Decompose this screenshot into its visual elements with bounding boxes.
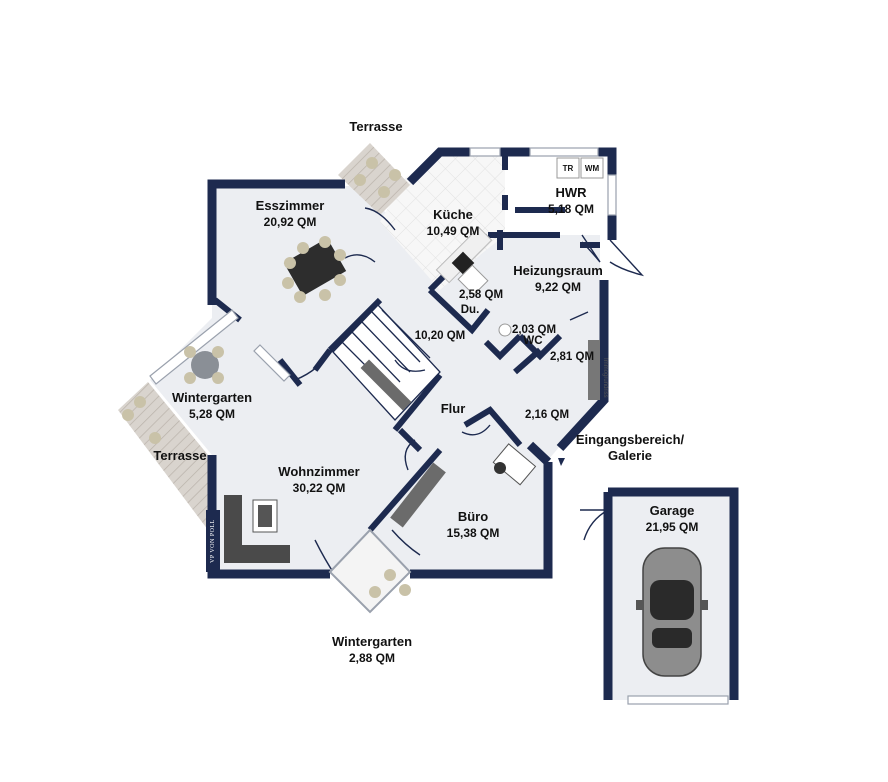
label-terrasse-top: Terrasse [349,119,403,134]
label-hwr: HWR 5,18 QM [548,185,594,217]
sideboard-office [390,462,446,528]
storage-unit [588,340,600,400]
room-name: Wintergarten [331,634,413,649]
sofa [224,495,290,563]
room-area: 5,18 QM [547,202,595,216]
label-garage: Garage 21,95 QM [646,503,699,535]
label-wintergarten-bottom: Wintergarten 2,88 QM [332,634,412,666]
label-esszimmer: Esszimmer 20,92 QM [256,198,325,230]
room-name: Eingangsbereich/ [575,432,685,447]
label-flur: Flur [440,401,466,416]
doors [294,207,645,576]
room-name: Küche [433,207,473,222]
room-name: Esszimmer [255,198,325,213]
terrace-top [338,143,410,215]
room-name: Heizungsraum [513,263,603,278]
sideboard-living [360,359,412,411]
room-area: 2,88 QM [348,651,396,665]
room-area: 15,38 QM [446,526,500,540]
room-area: 10,49 QM [426,224,480,238]
room-name-2: Galerie [607,448,653,463]
room-name: Büro [457,509,489,524]
room-area: 30,22 QM [292,481,346,495]
label-wintergarten-left: Wintergarten 5,28 QM [172,390,252,422]
label-heizungsraum: Heizungsraum 9,22 QM [513,263,603,295]
room-area: 21,95 QM [645,520,699,534]
room-area: 9,22 QM [534,280,582,294]
wintergarten-table [184,346,224,384]
logo: VP VON POLL [206,510,220,572]
desk [492,443,537,486]
label-terrasse-left: Terrasse [153,448,207,463]
appliances [556,157,604,179]
shower [457,264,489,296]
windows [149,147,729,705]
label-abstell-area: 2,81 QM [549,351,595,363]
appliance-wm-label: WM [584,164,600,173]
label-wc-area: 2,03 QM [511,324,557,336]
terrace-furniture [122,157,411,598]
room-name: Wintergarten [171,390,253,405]
car [636,547,708,677]
wall-text: Immogrundriss [602,358,608,398]
wintergarten-bottom-floor [328,528,412,614]
label-dusche-area: 2,58 QM [458,289,504,301]
label-wc: WC [523,335,543,347]
label-eingang: Eingangsbereich/ Galerie [576,432,684,464]
label-flur-area: 10,20 QM [414,330,466,342]
label-buero: Büro 15,38 QM [447,509,500,541]
label-dusche: Du. [460,304,480,316]
room-name: Garage [649,503,695,518]
room-area: 5,28 QM [188,407,236,421]
dining-table [282,236,347,303]
terrace-left [118,382,208,530]
label-eingang-area: 2,16 QM [524,409,570,421]
room-area: 20,92 QM [263,215,317,229]
label-wohnzimmer: Wohnzimmer 30,22 QM [278,464,359,496]
appliance-tr-label: TR [562,164,574,173]
toilet [498,323,512,337]
room-name: Wohnzimmer [278,464,360,479]
label-kueche: Küche 10,49 QM [427,207,480,239]
entrance-marker [558,458,565,466]
room-name: HWR [555,185,587,200]
